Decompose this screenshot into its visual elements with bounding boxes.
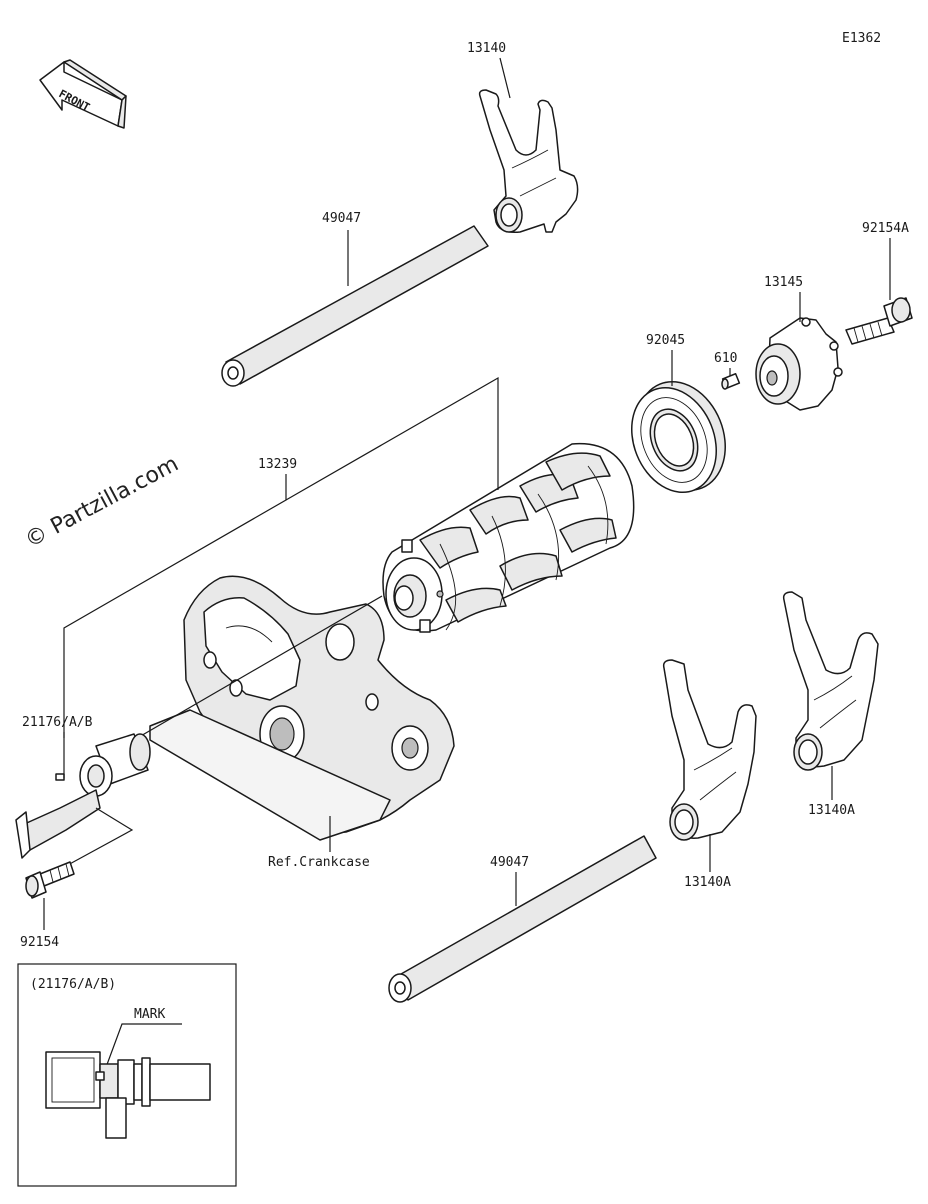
pin-610 (721, 372, 741, 390)
label-92154: 92154 (20, 935, 59, 950)
bearing-92045 (631, 380, 726, 494)
label-13140A-middle: 13140A (684, 875, 731, 890)
shift-fork-13140A-middle (662, 659, 757, 841)
label-13140: 13140 (467, 41, 506, 56)
inset-sensor-drawing (45, 1051, 211, 1139)
label-92154A: 92154A (862, 221, 909, 236)
inset-title: (21176/A/B) (30, 977, 116, 992)
gear-position-sensor-21176 (15, 733, 151, 859)
bolt-92154 (25, 861, 75, 899)
front-direction-arrow: FRONT (39, 59, 127, 129)
label-13145: 13145 (764, 275, 803, 290)
label-crankcase: Ref.Crankcase (268, 855, 370, 870)
sensor-mark-inset: (21176/A/B) MARK (17, 963, 237, 1187)
label-13140A-right: 13140A (808, 803, 855, 818)
label-92045: 92045 (646, 333, 685, 348)
bolt-92154A (845, 297, 913, 345)
label-49047-top: 49047 (322, 211, 361, 226)
label-13239: 13239 (258, 457, 297, 472)
inset-mark-label: MARK (134, 1007, 165, 1022)
shift-fork-13140 (478, 89, 579, 234)
label-49047-bottom: 49047 (490, 855, 529, 870)
shift-fork-shaft-bottom (388, 835, 657, 1003)
label-610: 610 (714, 351, 737, 366)
watermark: © Partzilla.com (21, 452, 183, 554)
label-21176: 21176/A/B (22, 715, 93, 730)
shift-fork-13140A-right (782, 591, 879, 771)
shift-fork-shaft-top (221, 225, 489, 387)
crankcase-reference (149, 575, 455, 841)
shift-drum-13239 (382, 442, 635, 633)
drum-retainer-13145 (755, 317, 843, 411)
diagram-code: E1362 (842, 31, 881, 46)
